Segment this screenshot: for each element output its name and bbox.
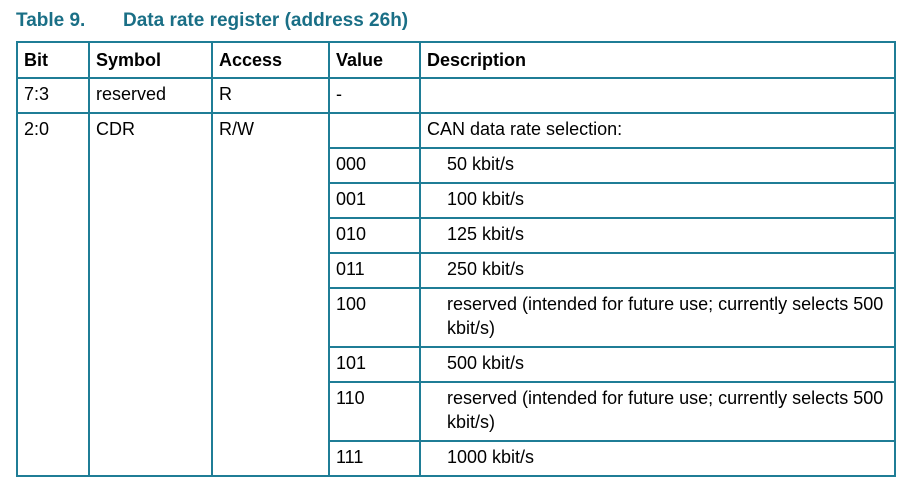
table-header-row: Bit Symbol Access Value Description <box>16 41 896 79</box>
option-description: 125 kbit/s <box>419 217 896 254</box>
cell-symbol: reserved <box>88 77 213 114</box>
table-row-option: 110 reserved (intended for future use; c… <box>17 381 896 442</box>
option-value: 110 <box>328 381 421 442</box>
table-number: Table 9. <box>16 10 86 31</box>
option-value: 101 <box>328 346 421 383</box>
table-row-option: 011 250 kbit/s <box>17 252 896 289</box>
table-row-option: 001 100 kbit/s <box>17 182 896 219</box>
option-value: 010 <box>328 217 421 254</box>
table-row-option: 010 125 kbit/s <box>17 217 896 254</box>
cell-bit: 7:3 <box>16 77 90 114</box>
option-description: reserved (intended for future use; curre… <box>419 381 896 442</box>
header-bit: Bit <box>16 41 90 79</box>
option-value: 001 <box>328 182 421 219</box>
cell-description: CAN data rate selection: <box>419 112 896 149</box>
cell-symbol: CDR <box>88 112 213 477</box>
cell-access: R/W <box>211 112 330 477</box>
table-title: Data rate register (address 26h) <box>123 10 409 31</box>
option-description: 250 kbit/s <box>419 252 896 289</box>
option-description: reserved (intended for future use; curre… <box>419 287 896 348</box>
option-description: 50 kbit/s <box>419 147 896 184</box>
option-value: 011 <box>328 252 421 289</box>
table-row-option: 101 500 kbit/s <box>17 346 896 383</box>
option-description: 100 kbit/s <box>419 182 896 219</box>
option-value: 100 <box>328 287 421 348</box>
header-access: Access <box>211 41 330 79</box>
header-symbol: Symbol <box>88 41 213 79</box>
table-row-option: 000 50 kbit/s <box>17 147 896 184</box>
cell-access: R <box>211 77 330 114</box>
option-value: 111 <box>328 440 421 477</box>
table-row-cdr: 2:0 CDR R/W CAN data rate selection: <box>16 112 896 477</box>
cell-value: - <box>328 77 421 114</box>
cell-value <box>328 112 421 149</box>
table-row-option: 111 1000 kbit/s <box>17 440 896 477</box>
table-caption: Table 9. Data rate register (address 26h) <box>16 10 408 38</box>
option-description: 1000 kbit/s <box>419 440 896 477</box>
register-table: Bit Symbol Access Value Description 7:3 … <box>16 41 896 477</box>
cell-description <box>419 77 896 114</box>
header-description: Description <box>419 41 896 79</box>
table-row-reserved: 7:3 reserved R - <box>16 77 896 114</box>
option-description: 500 kbit/s <box>419 346 896 383</box>
option-value: 000 <box>328 147 421 184</box>
header-value: Value <box>328 41 421 79</box>
cell-bit: 2:0 <box>16 112 90 477</box>
table-row-option: 100 reserved (intended for future use; c… <box>17 287 896 348</box>
